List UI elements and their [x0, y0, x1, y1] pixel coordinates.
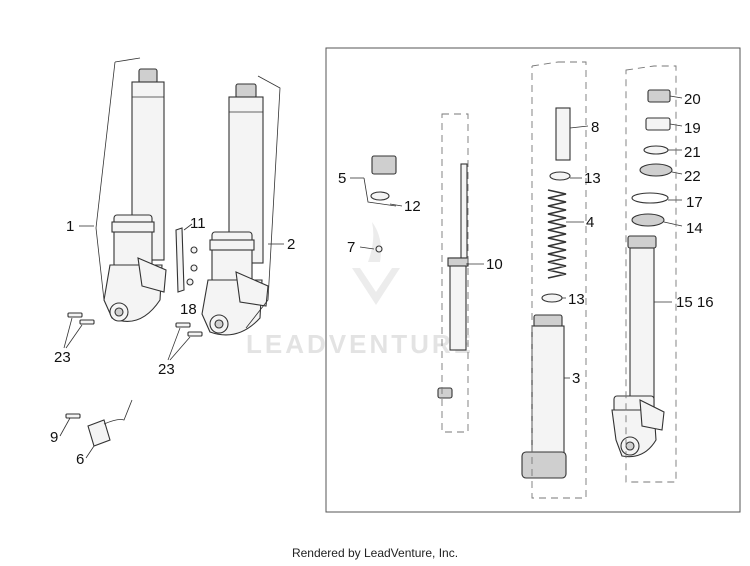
label-9: 9 [50, 429, 58, 446]
label-13-bottom: 13 [568, 291, 585, 308]
label-10: 10 [486, 256, 503, 273]
label-8: 8 [591, 119, 599, 136]
label-17: 17 [686, 194, 703, 211]
label-1: 1 [66, 218, 74, 235]
label-2: 2 [287, 236, 295, 253]
label-3: 3 [572, 370, 580, 387]
label-18: 18 [180, 301, 197, 318]
label-23-left: 23 [54, 349, 71, 366]
label-5: 5 [338, 170, 346, 187]
bracket-2 [245, 75, 281, 329]
label-12: 12 [404, 198, 421, 215]
cable-bracket [175, 227, 198, 293]
label-19: 19 [684, 120, 701, 137]
label-11: 11 [190, 215, 206, 232]
right-panel-frame [325, 47, 741, 513]
label-14: 14 [686, 220, 703, 237]
label-21: 21 [684, 144, 701, 161]
seal-stack [631, 89, 673, 227]
label-6: 6 [76, 451, 84, 468]
bolts-left [67, 312, 95, 325]
leadventure-watermark: LEADVENTURE [246, 222, 474, 359]
label-7: 7 [347, 239, 355, 256]
label-13-top: 13 [584, 170, 601, 187]
outer-tube [521, 314, 567, 479]
label-22: 22 [684, 168, 701, 185]
washer-top [549, 171, 571, 181]
right-fork-leg [201, 83, 269, 336]
left-fork-leg [103, 68, 167, 322]
damper-cartridge [437, 163, 469, 399]
watermark-text: LEADVENTURE [246, 329, 474, 359]
label-20: 20 [684, 91, 701, 108]
spacer-tube [555, 107, 571, 161]
lower-fork-slider [611, 235, 665, 458]
fork-spring [547, 189, 567, 279]
bracket-1 [114, 57, 141, 63]
label-23-right: 23 [158, 361, 175, 378]
fork-cap [370, 155, 397, 253]
bolts-right [175, 322, 203, 337]
washer-bottom [541, 293, 563, 303]
label-15-16: 15 16 [676, 294, 714, 311]
label-4: 4 [586, 214, 594, 231]
speed-sensor [65, 399, 133, 447]
render-credit: Rendered by LeadVenture, Inc. [291, 546, 459, 560]
